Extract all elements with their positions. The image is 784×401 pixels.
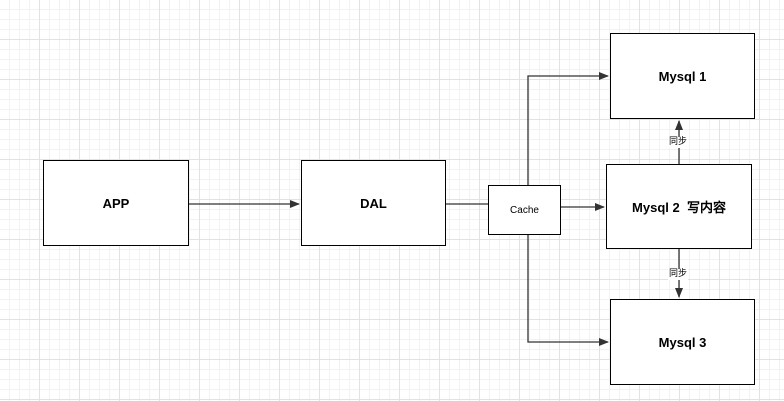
node-dal[interactable]: DAL [301, 160, 446, 246]
node-app-label: APP [102, 195, 130, 211]
node-mysql2-label: Mysql 2 写内容 [632, 200, 726, 215]
node-mysql2[interactable]: Mysql 2 写内容 [606, 164, 752, 249]
node-mysql1[interactable]: Mysql 1 [610, 33, 755, 119]
node-mysql3-label: Mysql 3 [658, 334, 707, 350]
node-cache-label: Cache [510, 204, 539, 216]
edge-label-sync-top: 同步 [668, 137, 689, 148]
edge-cache-to-mysql1 [527, 72, 609, 185]
node-app[interactable]: APP [43, 160, 189, 246]
node-dal-label: DAL [360, 195, 387, 211]
node-mysql1-label: Mysql 1 [658, 68, 707, 84]
edge-label-sync-bottom: 同步 [668, 269, 689, 280]
node-mysql3[interactable]: Mysql 3 [610, 299, 755, 385]
node-cache[interactable]: Cache [488, 185, 561, 235]
edge-cache-to-mysql3 [527, 235, 609, 346]
